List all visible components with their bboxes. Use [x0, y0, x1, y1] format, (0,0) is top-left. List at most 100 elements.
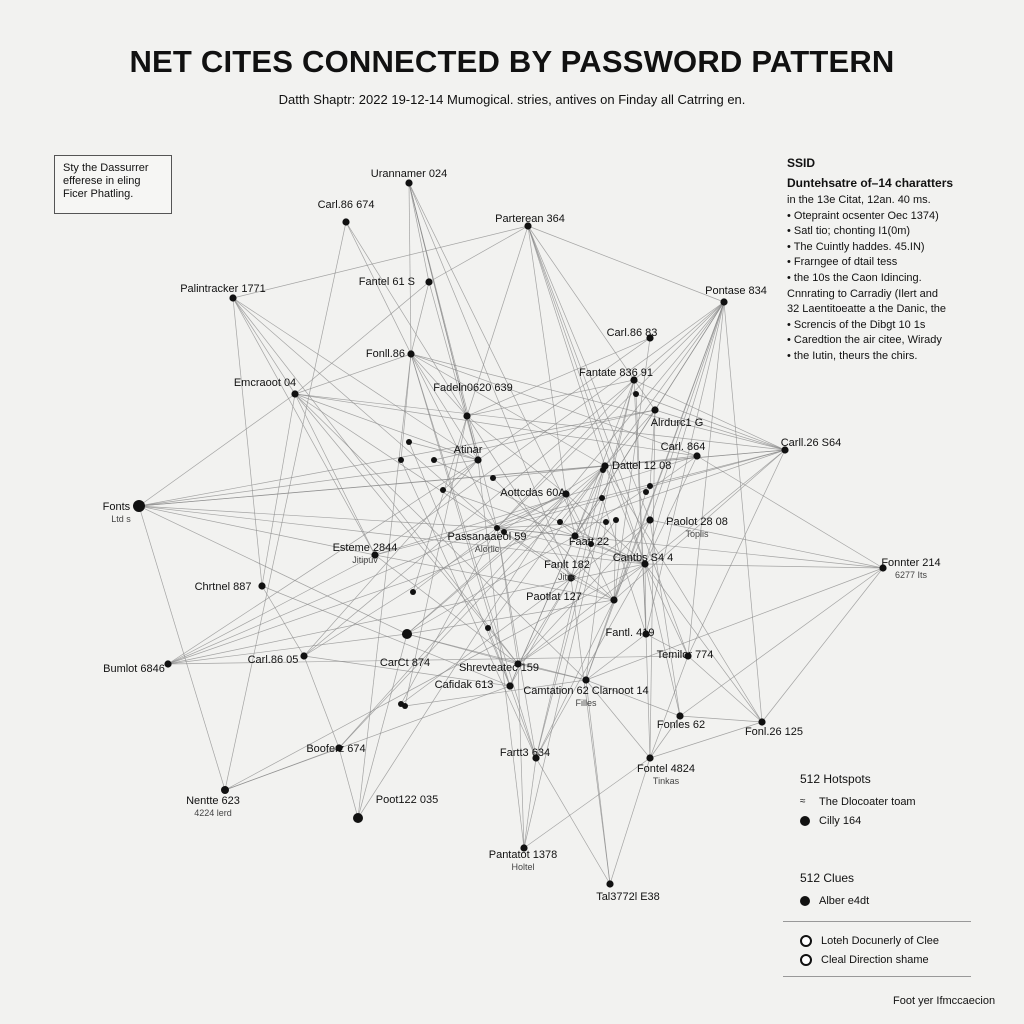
node-dot [164, 660, 172, 668]
node-dot [651, 406, 659, 414]
node-dot [647, 483, 653, 489]
edge-line [477, 459, 525, 849]
node-sublabel: Jitile [558, 572, 576, 582]
edge-line [261, 393, 296, 587]
node-label: Paotlat 127 [526, 591, 582, 603]
edge-line [633, 301, 725, 381]
note-line: efferese in eling [63, 175, 141, 187]
edge-line [523, 757, 651, 849]
edge-line [466, 379, 635, 417]
node-dot [571, 532, 579, 540]
node-dot [603, 519, 609, 525]
edge-line [232, 297, 263, 587]
edge-line [433, 459, 646, 565]
node-dot [440, 487, 446, 493]
edge-line [477, 337, 651, 461]
edge-line [585, 679, 651, 759]
node-label: Fonl.26 125 [745, 726, 803, 738]
node-label: Esteme 2844 [333, 542, 398, 554]
edge-line [535, 599, 615, 759]
node-dot [567, 574, 575, 582]
legend-label: Loteh Docunerly of Clee [821, 934, 940, 947]
edge-line [294, 393, 698, 457]
node-label: Fontel 4824 [637, 763, 695, 775]
edge-line [232, 297, 479, 461]
node-dot [506, 682, 514, 690]
edge-line [487, 465, 606, 629]
edge-line [224, 221, 347, 791]
node-dot [291, 390, 299, 398]
edge-line [408, 441, 511, 687]
node-dot [613, 517, 619, 523]
edge-line [138, 393, 296, 507]
edge-line [400, 459, 537, 759]
dot-icon [800, 895, 810, 906]
node-dot [646, 754, 654, 762]
edge-line [574, 497, 603, 537]
edge-line [138, 465, 606, 507]
edge-line [649, 409, 656, 487]
edge-line [294, 393, 376, 556]
node-dot [582, 676, 590, 684]
node-dot [353, 813, 363, 823]
edge-line [509, 535, 576, 687]
edge-line [496, 527, 572, 579]
edge-line [408, 441, 479, 461]
edge-line [496, 301, 725, 529]
node-sublabel: Jitipuv [352, 555, 378, 565]
node-dot [410, 589, 416, 595]
edge-line [410, 353, 468, 417]
node-dot [588, 541, 594, 547]
edge-line [345, 221, 468, 417]
ssid-line: 32 Laentitoeatte a the Danic, the [787, 303, 947, 316]
edge-line [400, 527, 498, 705]
edge-line [167, 459, 479, 665]
edge-line [408, 182, 615, 601]
node-label: Cafidak 613 [435, 679, 494, 691]
edge-line [261, 585, 305, 657]
node-dot [610, 596, 618, 604]
edge-line [167, 633, 408, 665]
edge-line [604, 465, 646, 565]
edge-line [613, 519, 617, 601]
edge-line [294, 393, 519, 665]
edge-line [679, 567, 884, 717]
edge-line [261, 585, 511, 687]
edge-line [687, 301, 725, 657]
node-label: Carl.86 674 [318, 199, 375, 211]
edge-line [527, 225, 651, 521]
ssid-line: • Satl tio; chonting I1(0m) [787, 225, 911, 238]
wifi-icon: ≈ [800, 795, 806, 807]
edge-line [649, 715, 681, 759]
edge-line [649, 301, 725, 521]
edge-line [574, 409, 656, 537]
edge-line [404, 679, 587, 707]
edge-line [410, 281, 430, 355]
edge-line [374, 554, 615, 601]
edge-line [523, 757, 537, 849]
edge-line [585, 679, 611, 885]
node-label: Fantel 61 S [359, 276, 415, 288]
node-sublabel: Tinkas [653, 776, 680, 786]
edge-line [303, 655, 340, 749]
edge-line [517, 577, 572, 665]
node-dot [485, 625, 491, 631]
edge-line [492, 477, 615, 601]
edge-line [503, 531, 615, 601]
edge-line [345, 221, 412, 355]
ssid-line: • the Iutin, theurs the chirs. [787, 349, 918, 362]
node-label: Bumlot 6846 [103, 663, 165, 675]
node-dot [501, 529, 507, 535]
page-subtitle: Datth Shaptr: 2022 19-12-14 Mumogical. s… [278, 92, 746, 107]
edge-line [167, 493, 567, 665]
ssid-line: • Caredtion the air citee, Wirady [787, 334, 942, 347]
node-label: Pantatot 1378 [489, 849, 558, 861]
node-dot [335, 744, 343, 752]
node-label: Temilor 774 [657, 649, 714, 661]
edge-line [604, 409, 656, 467]
edge-line [400, 519, 651, 705]
edge-line [428, 281, 479, 461]
edge-line [585, 679, 681, 717]
node-label: CarCt 874 [380, 657, 430, 669]
